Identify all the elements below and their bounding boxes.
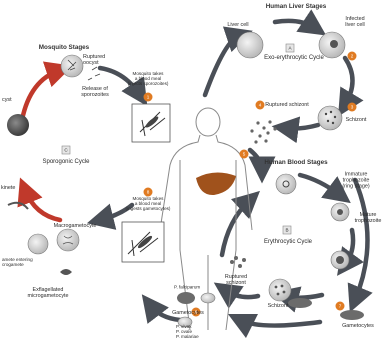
- ookinete-label: kinete: [1, 185, 15, 191]
- liver-stages-title: Human Liver Stages: [266, 4, 327, 10]
- mature-trophozoite-label: Mature trophozoite: [355, 212, 382, 224]
- marker-b: B: [285, 227, 288, 232]
- infected-liver-cell-label: Infected liver cell: [345, 16, 364, 28]
- p-falciparum-label: P. falciparum: [174, 284, 200, 289]
- schizont-liver-label: Schizont: [346, 117, 367, 123]
- immature-trophozoite-label: Immature trophozoite (ring stage): [342, 172, 369, 191]
- marker-6: 6: [195, 309, 198, 314]
- marker-7: 7: [339, 303, 342, 308]
- human-liver: [196, 172, 236, 195]
- schizont-blood-label: Schizont: [268, 303, 289, 309]
- mosquito-meal-2-label: Mosquito takes a blood meal (ingests gam…: [126, 196, 171, 212]
- gamete-entering-label: amete entering crogamete: [2, 257, 33, 267]
- marker-4: 4: [259, 102, 262, 107]
- ruptured-schizont-blood-label: Ruptured schizont: [225, 274, 247, 286]
- marker-3: 3: [351, 104, 354, 109]
- marker-c: C: [64, 147, 67, 152]
- mosquito-meal-1-label: Mosquito takes a blood meal (injects spo…: [128, 71, 169, 87]
- marker-8: 8: [147, 189, 150, 194]
- blood-stages-title: Human Blood Stages: [264, 160, 327, 166]
- mosquito-stages-title: Mosquito Stages: [39, 45, 89, 51]
- exflagellated-label: Exflagellated microgametocyte: [27, 287, 68, 299]
- gametocytes-bottom-label: Gametocytes: [172, 310, 204, 316]
- sporogonic-cycle-label: Sporogonic Cycle: [42, 159, 89, 165]
- cyst-label: cyst: [2, 97, 12, 103]
- macrogametocyte-label: Macrogametocyte: [54, 223, 97, 229]
- liver-cell-label: Liver cell: [227, 22, 248, 28]
- erythrocytic-cycle-label: Erythrocytic Cycle: [264, 239, 312, 245]
- marker-5: 5: [243, 151, 246, 156]
- mosquito-box-bottom: [122, 222, 164, 262]
- p-species-label: P. vivax P. ovale P. malariae: [176, 324, 199, 340]
- release-sporozoites-label: Release of sporozoites: [81, 86, 109, 98]
- marker-1: 1: [147, 94, 150, 99]
- ruptured-schizont-label: Ruptured schizont: [265, 102, 308, 108]
- marker-a: A: [288, 45, 291, 50]
- marker-2: 2: [351, 53, 354, 58]
- mosquito-box-top: [132, 104, 170, 142]
- exo-erythrocytic-cycle-label: Exo-erythrocytic Cycle: [264, 55, 324, 61]
- gametocytes-right-label: Gametocytes: [342, 323, 374, 329]
- cycle-letter-boxes: [62, 44, 294, 234]
- ruptured-oocyst-label: Ruptured oocyst: [83, 54, 105, 66]
